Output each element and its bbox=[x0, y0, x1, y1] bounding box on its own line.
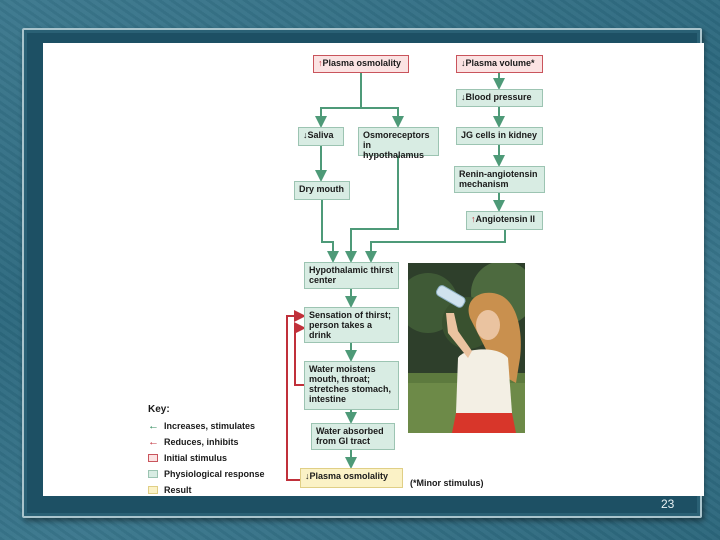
red-arrow-icon: ← bbox=[148, 436, 159, 448]
key-title: Key: bbox=[148, 404, 170, 415]
box-sensation-of-thirst: Sensation of thirst; person takes a drin… bbox=[304, 307, 399, 343]
initial-stimulus-swatch bbox=[148, 454, 158, 462]
key-legend: Key: ← Increases, stimulates ← Reduces, … bbox=[148, 402, 265, 498]
drinking-girl-illustration bbox=[408, 263, 525, 433]
decrease-arrow-icon: ↓ bbox=[461, 58, 466, 68]
key-item-initial-stimulus: Initial stimulus bbox=[148, 450, 265, 466]
arrow-dry-hypo bbox=[321, 200, 339, 263]
box-dry-mouth: Dry mouth bbox=[294, 181, 350, 200]
increase-arrow-icon: ↑ bbox=[318, 58, 323, 68]
arrow-osm-split bbox=[315, 73, 362, 128]
key-item-reduces: ← Reduces, inhibits bbox=[148, 436, 239, 448]
drinking-girl-photo bbox=[408, 263, 525, 433]
box-osmoreceptors: Osmoreceptors in hypothalamus bbox=[358, 127, 439, 160]
box-plasma-volume: ↓Plasma volume* bbox=[456, 55, 543, 73]
minor-stimulus-note: (*Minor stimulus) bbox=[410, 478, 484, 488]
box-plasma-osmolality: ↑Plasma osmolality bbox=[313, 55, 409, 73]
box-jg-cells: JG cells in kidney bbox=[456, 127, 543, 145]
green-arrow-icon: ← bbox=[148, 420, 159, 432]
result-swatch bbox=[148, 486, 158, 494]
box-hypothalamic-thirst-center: Hypothalamic thirst center bbox=[304, 262, 399, 289]
inhibit-arrow-inner bbox=[294, 322, 306, 386]
box-saliva: ↓Saliva bbox=[298, 127, 344, 146]
decrease-arrow-icon: ↓ bbox=[305, 471, 310, 481]
box-water-moistens: Water moistens mouth, throat; stretches … bbox=[304, 361, 399, 410]
key-item-physiological-response: Physiological response bbox=[148, 466, 265, 482]
physiological-response-swatch bbox=[148, 470, 158, 478]
arrow-osm-osmo bbox=[361, 107, 404, 128]
key-item-increases: ← Increases, stimulates bbox=[148, 420, 256, 432]
decrease-arrow-icon: ↓ bbox=[303, 130, 308, 140]
arrow-osmo-hypo bbox=[345, 156, 399, 263]
box-angiotensin-ii: ↑Angiotensin II bbox=[466, 211, 543, 230]
box-water-absorbed: Water absorbed from GI tract bbox=[311, 423, 395, 450]
arrow-ang-hypo bbox=[365, 230, 506, 263]
box-blood-pressure: ↓Blood pressure bbox=[456, 89, 543, 107]
increase-arrow-icon: ↑ bbox=[471, 214, 476, 224]
inhibit-arrow-outer bbox=[286, 310, 306, 481]
key-item-result: Result bbox=[148, 482, 265, 498]
box-renin-angiotensin: Renin-angiotensin mechanism bbox=[454, 166, 545, 193]
page-number: 23 bbox=[661, 497, 675, 511]
box-plasma-osmolality-result: ↓Plasma osmolality bbox=[300, 468, 403, 488]
decrease-arrow-icon: ↓ bbox=[461, 92, 466, 102]
